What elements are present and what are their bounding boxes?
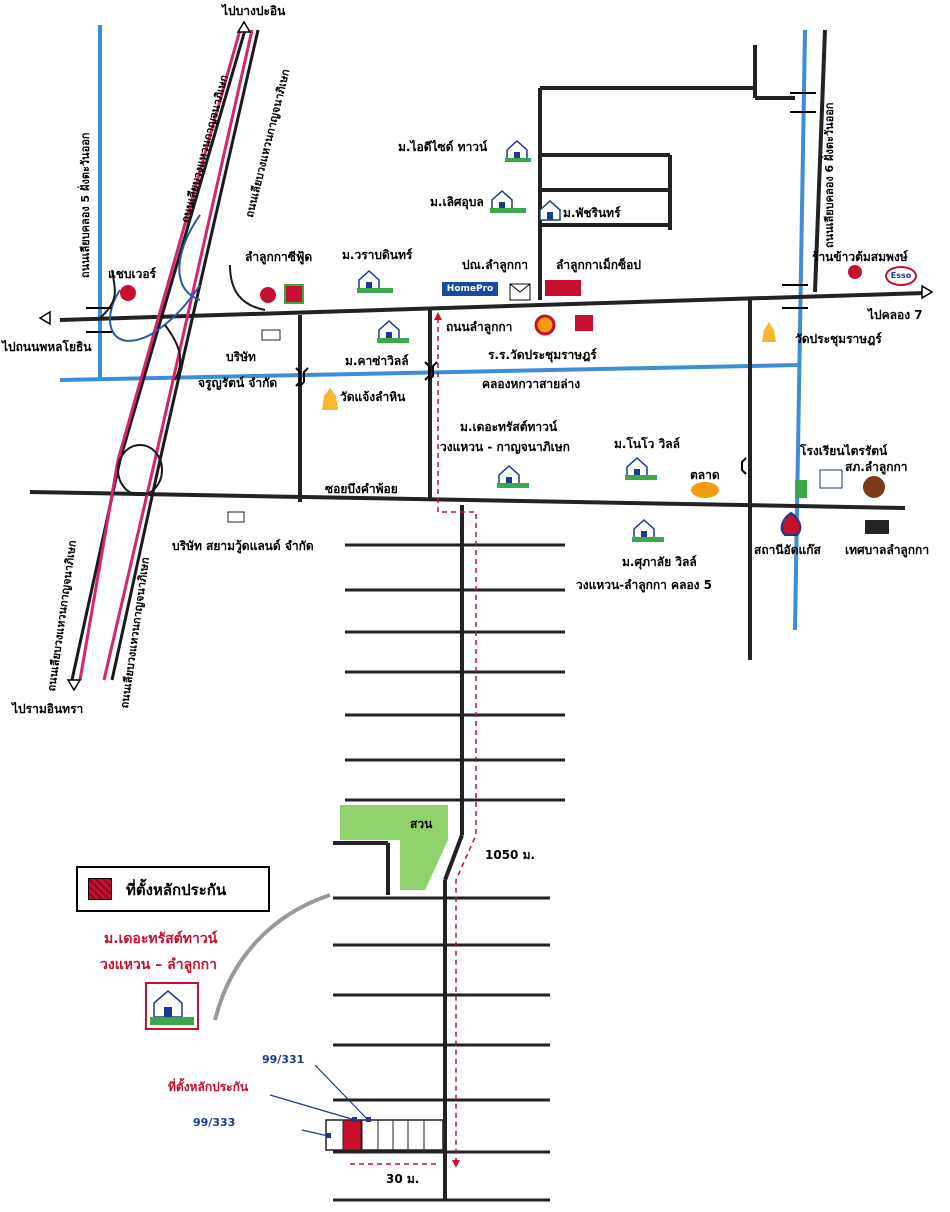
route-line [350, 318, 477, 1165]
roads [29, 29, 926, 1200]
road-label-khlong6: ถนนเลียบคลอง 6 ฝั่งตะวันออก [823, 102, 836, 248]
side-sois [333, 543, 565, 1202]
road-label-khlong5: ถนนเลียบคลอง 5 ฝั่งตะวันออก [79, 132, 92, 278]
garden-area [340, 805, 448, 890]
route-arrow-up [434, 312, 442, 320]
label-post-office: ปณ.ลำลูกกา [462, 258, 529, 272]
label-seafood: ลำลูกกาซีฟู้ด [245, 250, 313, 264]
label-gas-station: สถานีอัดแก๊ส [754, 543, 821, 557]
overpass-markers [86, 92, 816, 475]
project-icon [145, 982, 199, 1030]
exit-bang-pa-in: ไปบางปะอิน [222, 4, 286, 18]
label-waraphin: ม.วราบดินทร์ [342, 248, 413, 262]
label-company-1b: จรูญรัตน์ จำกัด [198, 376, 278, 390]
plot-row [269, 1064, 444, 1151]
label-phatcharin: ม.พัชรินทร์ [563, 206, 621, 220]
label-company-1a: บริษัท [226, 350, 256, 364]
exit-ram-inthra: ไปรามอินทรา [12, 702, 84, 716]
pointer-line [213, 893, 331, 1021]
misc-icons [120, 265, 889, 536]
label-wat-prachum: วัดประชุมราษฎร์ [795, 332, 882, 346]
canal-label: คลองหกวาสายล่าง [482, 377, 581, 391]
exit-phahon-yothin: ไปถนนพหลโยธิน [2, 340, 92, 354]
legend-box: ที่ตั้งหลักประกัน [76, 866, 270, 912]
label-garden: สวน [410, 817, 433, 831]
route-arrow-down [452, 1160, 460, 1168]
esso-logo: Esso [885, 266, 917, 286]
road-label-lam-luk-ka: ถนนลำลูกกา [446, 320, 513, 334]
label-suphalai-a: ม.ศุภาลัย วิลล์ [622, 555, 697, 569]
label-kasa-ville: ม.คาซ่าวิลล์ [345, 354, 409, 368]
distance-frontage: 30 ม. [386, 1172, 420, 1186]
project-title-a: ม.เดอะทรัสต์ทาวน์ [104, 931, 218, 947]
label-siam-wood: บริษัท สยามวู้ดแลนด์ จำกัด [172, 539, 314, 553]
plot-number-99-331: 99/331 [262, 1053, 305, 1066]
label-municipality: เทศบาลลำลูกกา [845, 543, 930, 557]
label-suphalai-b: วงแหวน-ลำลูกกา คลอง 5 [576, 578, 713, 592]
homepro-logo: HomePro [442, 282, 498, 296]
label-ideal-town: ม.ไอดีไซด์ ทาวน์ [398, 140, 488, 154]
label-lert-ubon: ม.เลิศอุบล [430, 195, 484, 209]
plot-number-99-333: 99/333 [193, 1116, 236, 1129]
label-trust-town-b: วงแหวน - กาญจนาภิเษก [440, 440, 570, 454]
label-shell: แชบเวอร์ [108, 267, 156, 281]
label-novo-ville: ม.โนโว วิลล์ [614, 437, 680, 451]
legend-label: ที่ตั้งหลักประกัน [126, 881, 227, 899]
motorway [70, 29, 266, 681]
label-school-prachum: ร.ร.วัดประชุมราษฎร์ [488, 348, 597, 362]
exit-arrows [38, 20, 934, 692]
legend-swatch [88, 878, 112, 900]
label-makro: ลำลูกกาเม็กซ็อป [556, 258, 641, 272]
soi-label: ซอยบึงคำพ้อย [325, 482, 398, 496]
label-police: สภ.ลำลูกกา [845, 460, 908, 474]
project-title-b: วงแหวน – ลำลูกกา [100, 957, 217, 973]
exit-khlong-7: ไปคลอง 7 [868, 308, 923, 322]
plot-location-label: ที่ตั้งหลักประกัน [168, 1080, 249, 1094]
house-icons [357, 139, 664, 542]
label-trust-town-a: ม.เดอะทรัสต์ทาวน์ [460, 420, 558, 434]
label-school-trirat: โรงเรียนไตรรัตน์ [800, 444, 888, 458]
label-rice-shop: ร้านข้าวต้มสมพงษ์ [812, 250, 908, 264]
label-market: ตลาด [690, 468, 720, 482]
label-wat-saeng: วัดแจ้งลำหิน [340, 390, 406, 404]
distance-main: 1050 ม. [485, 848, 536, 862]
